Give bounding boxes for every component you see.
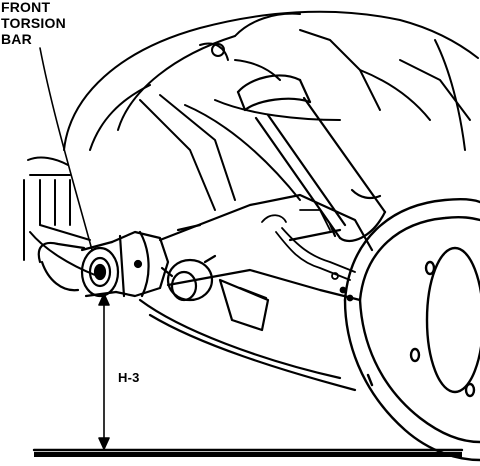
label-front: FRONT (1, 0, 51, 15)
label-height-h3: H-3 (118, 370, 140, 385)
inner-body-panel (23, 156, 96, 276)
fender-arch (63, 10, 479, 151)
height-measurement-arrow (98, 293, 110, 450)
lower-control-arm (138, 193, 374, 392)
frame-structure (139, 29, 471, 211)
control-arm-bushing (160, 254, 217, 302)
shock-absorber (236, 74, 387, 243)
label-torsion: TORSION (1, 15, 66, 31)
torsion-bar-leader (39, 47, 93, 251)
label-bar: BAR (1, 31, 32, 47)
brake-line (261, 209, 356, 302)
torsion-bar-anchor (37, 230, 170, 298)
ground-line (32, 448, 464, 457)
